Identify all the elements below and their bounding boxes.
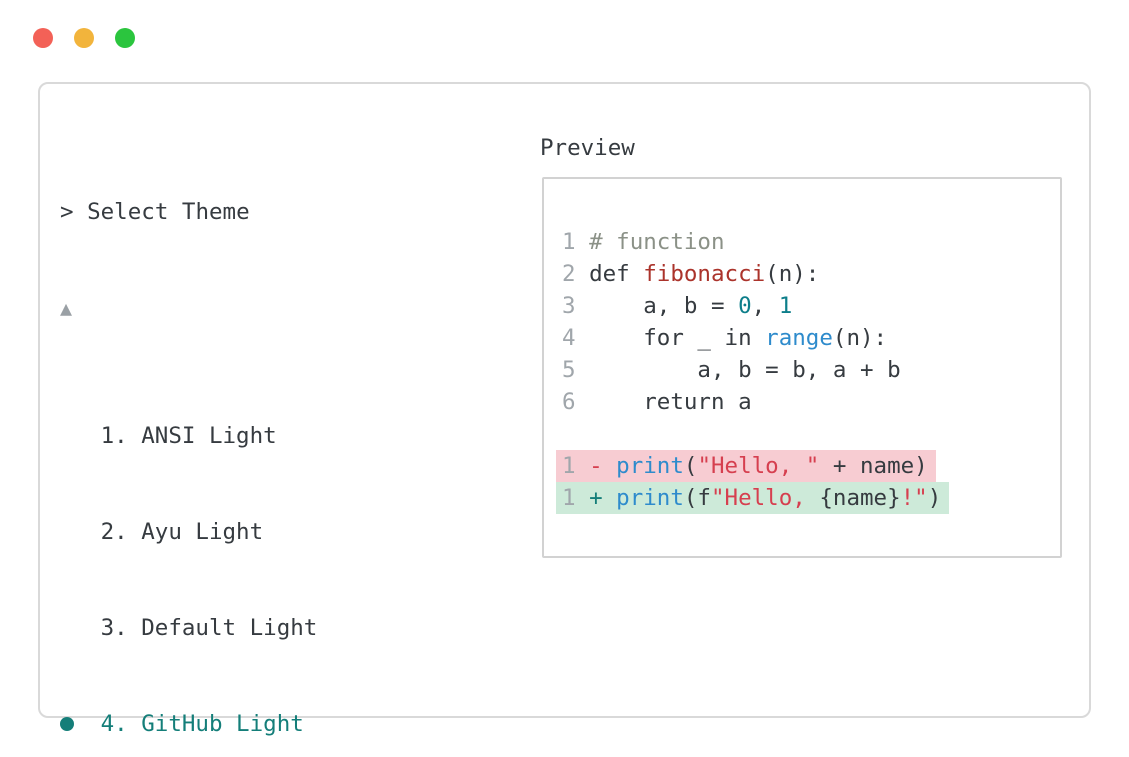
theme-selector-dialog: > Select Theme ▲ 1.ANSI Light 2.Ayu Ligh… xyxy=(38,82,1091,737)
close-window-button[interactable] xyxy=(33,28,53,48)
preview-title: Preview xyxy=(540,135,635,161)
code-line: 1# function xyxy=(562,226,1060,258)
theme-option-ansi-light[interactable]: 1.ANSI Light xyxy=(60,420,540,452)
scroll-up-indicator[interactable]: ▲ xyxy=(60,292,540,324)
code-line: 6 return a xyxy=(562,386,1060,418)
line-number: 1 xyxy=(562,229,576,255)
selection-bullet xyxy=(60,516,87,548)
line-number: 3 xyxy=(562,293,576,319)
selection-bullet xyxy=(60,612,87,644)
diff-removed-line: 1- print("Hello, " + name) xyxy=(556,450,1060,482)
theme-option-default-light[interactable]: 3.Default Light xyxy=(60,612,540,644)
theme-list-panel: > Select Theme ▲ 1.ANSI Light 2.Ayu Ligh… xyxy=(60,132,540,757)
line-number: 1 xyxy=(562,453,576,479)
code-line: 4 for _ in range(n): xyxy=(562,322,1060,354)
dialog-title: > Select Theme xyxy=(60,199,250,225)
theme-option-github-light[interactable]: 4.GitHub Light xyxy=(60,708,540,740)
triangle-up-icon: ▲ xyxy=(60,296,73,320)
selection-bullet xyxy=(60,708,87,740)
code-line xyxy=(562,418,1060,450)
zoom-window-button[interactable] xyxy=(115,28,135,48)
minimize-window-button[interactable] xyxy=(74,28,94,48)
line-number: 2 xyxy=(562,261,576,287)
code-line: 5 a, b = b, a + b xyxy=(562,354,1060,386)
line-number: 5 xyxy=(562,357,576,383)
theme-option-ayu-light[interactable]: 2.Ayu Light xyxy=(60,516,540,548)
line-number: 1 xyxy=(562,485,576,511)
selection-bullet xyxy=(60,420,87,452)
window-controls xyxy=(33,28,135,48)
diff-added-line: 1+ print(f"Hello, {name}!") xyxy=(556,482,1060,514)
code-line: 3 a, b = 0, 1 xyxy=(562,290,1060,322)
line-number: 6 xyxy=(562,389,576,415)
line-number: 4 xyxy=(562,325,576,351)
